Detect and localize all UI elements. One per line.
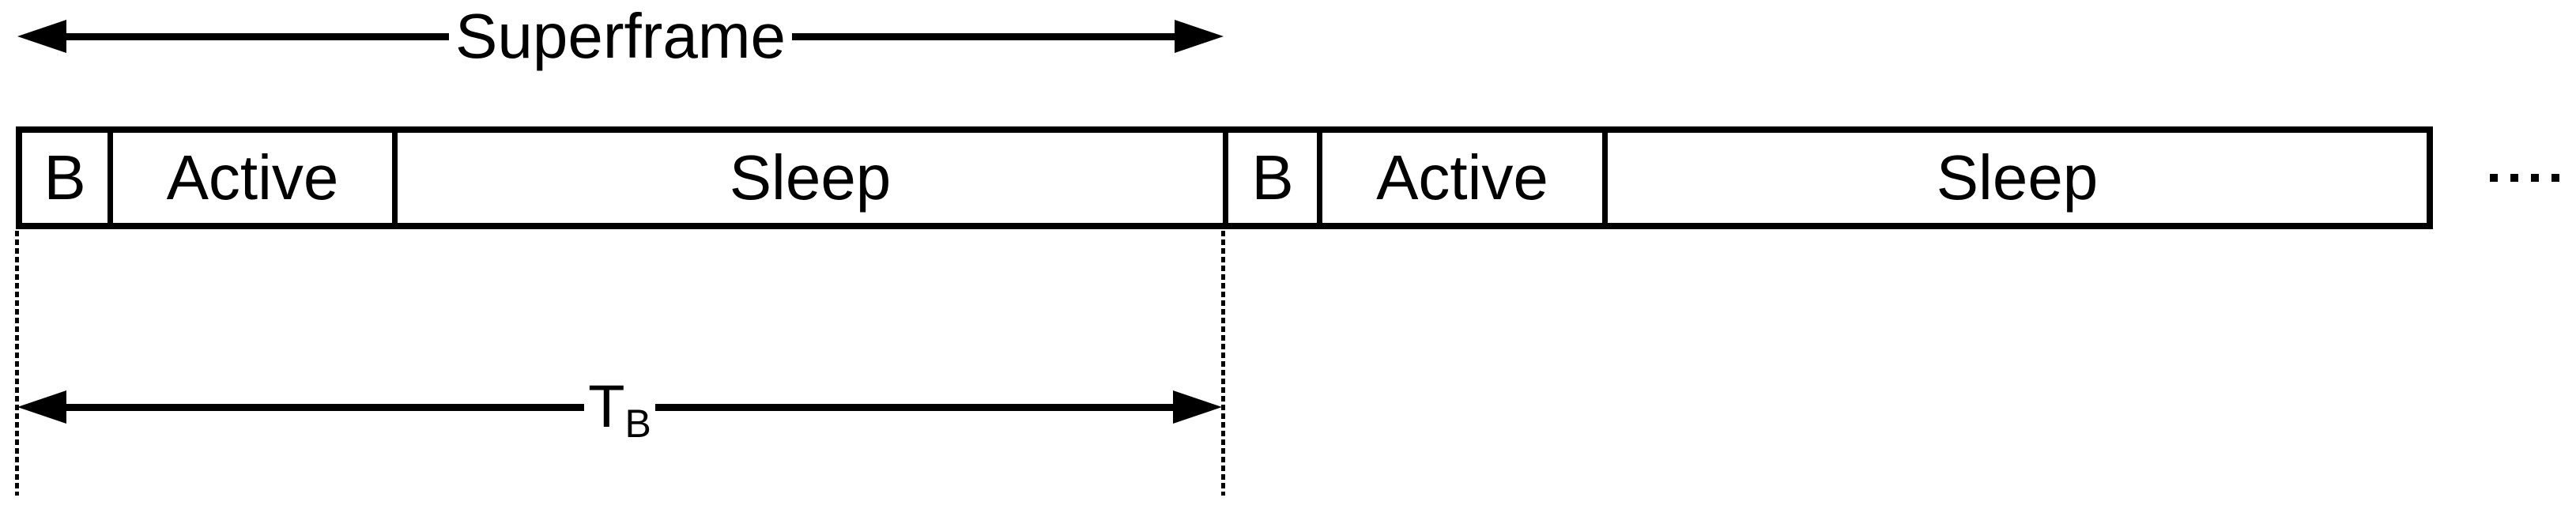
- boundary-dashed-line-right: [1221, 231, 1225, 496]
- beacon-slot-1-label: B: [43, 142, 86, 213]
- dimension-line-right: [654, 403, 1174, 411]
- continuation-dot-icon: [2510, 174, 2518, 182]
- arrowhead-right-icon: [1175, 20, 1224, 53]
- active-period-1-label: Active: [166, 142, 339, 213]
- superframe-label: Superframe: [455, 1, 786, 71]
- beacon-interval-label: TB: [584, 377, 655, 444]
- beacon-slot-1: B: [22, 133, 107, 223]
- arrowhead-right-icon: [1173, 390, 1223, 424]
- sleep-period-1-label: Sleep: [729, 142, 892, 213]
- dimension-line-right: [791, 32, 1175, 40]
- sleep-period-1: Sleep: [392, 133, 1223, 223]
- continuation-dot-icon: [2531, 174, 2539, 182]
- sleep-period-2: Sleep: [1602, 133, 2427, 223]
- superframe-span-arrow: Superframe: [17, 1, 1224, 72]
- arrowhead-left-icon: [17, 390, 66, 424]
- beacon-interval-arrow: TB: [17, 371, 1223, 444]
- beacon-slot-2: B: [1223, 133, 1317, 223]
- sleep-period-2-label: Sleep: [1936, 142, 2099, 213]
- frame-timeline-bar: B Active Sleep B Active Sleep: [16, 126, 2433, 229]
- arrowhead-left-icon: [17, 20, 66, 53]
- continuation-dots: [2490, 174, 2559, 182]
- active-period-2: Active: [1317, 133, 1602, 223]
- active-period-1: Active: [107, 133, 392, 223]
- beacon-interval-label-subscript: B: [624, 402, 651, 446]
- beacon-slot-2-label: B: [1251, 142, 1294, 213]
- continuation-dot-icon: [2551, 174, 2559, 182]
- beacon-interval-label-base: T: [588, 373, 625, 440]
- boundary-dashed-line-left: [15, 231, 19, 496]
- dimension-line-left: [66, 32, 450, 40]
- continuation-dot-icon: [2490, 174, 2498, 182]
- active-period-2-label: Active: [1376, 142, 1548, 213]
- dimension-line-left: [66, 403, 585, 411]
